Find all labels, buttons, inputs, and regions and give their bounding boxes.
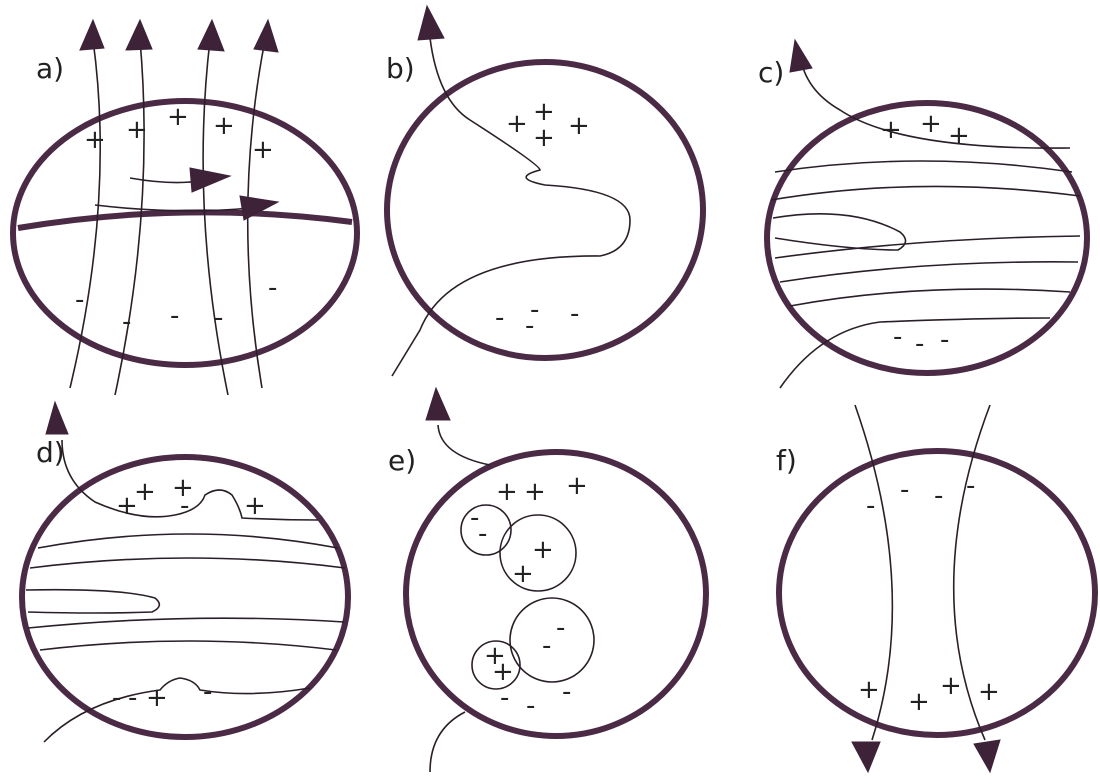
arrowhead-icon-e bbox=[426, 388, 450, 420]
charge-e-13: - bbox=[526, 691, 535, 721]
panel-label-f: f) bbox=[776, 444, 797, 477]
charge-c-1: + bbox=[880, 115, 902, 145]
field-line-c-6 bbox=[780, 262, 1078, 282]
charge-b-3: + bbox=[533, 123, 555, 153]
field-line-c-2 bbox=[775, 161, 1072, 172]
charge-cell-e-3 bbox=[510, 598, 594, 682]
charge-f-3: - bbox=[934, 481, 943, 511]
charge-c-5: - bbox=[915, 329, 924, 359]
arrowhead-icon-a-3 bbox=[198, 20, 224, 51]
arrowhead-icon-c bbox=[790, 40, 812, 72]
charge-d-5: + bbox=[244, 491, 266, 521]
field-line-d-6 bbox=[40, 641, 336, 650]
charge-e-7: + bbox=[512, 559, 534, 589]
charge-c-2: + bbox=[920, 109, 942, 139]
charge-e-1: + bbox=[496, 477, 518, 507]
charge-a-6: - bbox=[75, 285, 84, 315]
panel-label-a: a) bbox=[36, 52, 64, 85]
charge-a-9: - bbox=[214, 303, 223, 333]
panel-label-b: b) bbox=[386, 52, 415, 85]
arrowhead-icon-a-2 bbox=[126, 20, 152, 50]
panel-label-c: c) bbox=[758, 56, 784, 89]
charge-f-6: + bbox=[908, 687, 930, 717]
charge-e-6: + bbox=[532, 535, 554, 565]
sphere-outline-a bbox=[13, 101, 357, 365]
field-line-d-2 bbox=[38, 534, 338, 548]
panel-d: d) + + + - + - - + - bbox=[22, 402, 348, 742]
equator-line-a bbox=[18, 212, 352, 228]
charge-d-7: - bbox=[128, 683, 137, 713]
charge-c-6: - bbox=[940, 325, 949, 355]
charge-f-2: - bbox=[900, 475, 909, 505]
charge-e-2: + bbox=[524, 477, 546, 507]
charge-b-7: - bbox=[525, 311, 534, 341]
charge-d-6: - bbox=[112, 683, 121, 713]
arrowhead-icon-d bbox=[46, 402, 68, 434]
arrowhead-icon-b bbox=[418, 6, 444, 40]
field-line-c-5 bbox=[775, 236, 1080, 258]
arrowhead-icon-f-2 bbox=[974, 740, 1000, 772]
panel-label-d: d) bbox=[36, 436, 65, 469]
charge-e-8: - bbox=[556, 613, 565, 643]
charge-e-12: - bbox=[500, 683, 509, 713]
charge-e-9: - bbox=[542, 631, 551, 661]
charge-f-7: + bbox=[940, 671, 962, 701]
rotation-line-a-2 bbox=[95, 205, 250, 211]
panel-a: a) + + + + + - - - - - bbox=[13, 20, 357, 395]
charge-f-4: - bbox=[966, 471, 975, 501]
charge-a-2: + bbox=[126, 115, 148, 145]
field-line-e-2 bbox=[430, 712, 465, 772]
charge-e-5: - bbox=[478, 519, 487, 549]
charge-b-1: + bbox=[506, 109, 528, 139]
charge-a-8: - bbox=[170, 301, 179, 331]
field-line-e-1 bbox=[438, 425, 490, 465]
charge-d-8: + bbox=[146, 683, 168, 713]
charge-b-4: + bbox=[568, 111, 590, 141]
charge-a-5: + bbox=[252, 135, 274, 165]
charge-a-1: + bbox=[84, 125, 106, 155]
panel-b: b) + + + + - - - - bbox=[386, 6, 703, 376]
charge-a-3: + bbox=[167, 102, 189, 132]
arrowhead-icon-f-1 bbox=[852, 742, 880, 772]
charge-f-1: - bbox=[866, 491, 875, 521]
panel-c: c) + + + - - - bbox=[758, 40, 1087, 388]
panel-label-e: e) bbox=[388, 444, 416, 477]
charge-d-9: - bbox=[203, 677, 212, 707]
field-line-a-3 bbox=[203, 40, 228, 395]
panel-f: f) - - - - + + + + bbox=[776, 405, 1095, 772]
panel-e: e) + + + - - + + - - + + - - - bbox=[388, 388, 706, 772]
charge-d-2: + bbox=[134, 477, 156, 507]
charge-a-4: + bbox=[213, 111, 235, 141]
charge-e-14: - bbox=[562, 677, 571, 707]
charge-a-10: - bbox=[268, 273, 277, 303]
charge-f-5: + bbox=[858, 675, 880, 705]
sphere-outline-e bbox=[406, 452, 706, 736]
charge-b-5: - bbox=[495, 303, 504, 333]
charge-a-7: - bbox=[122, 307, 131, 337]
arrowhead-icon-a-4 bbox=[254, 20, 278, 52]
charge-d-4: - bbox=[180, 491, 189, 521]
field-line-c-3 bbox=[771, 186, 1080, 200]
charge-c-4: - bbox=[893, 322, 902, 352]
field-line-d-3 bbox=[30, 558, 345, 568]
charge-c-3: + bbox=[948, 121, 970, 151]
field-line-c-4 bbox=[773, 214, 906, 250]
field-line-d-5 bbox=[28, 618, 344, 628]
rotation-arrow-icon-a-1 bbox=[190, 168, 230, 192]
field-line-d-4 bbox=[26, 590, 159, 613]
charge-f-8: + bbox=[978, 677, 1000, 707]
field-line-c-7 bbox=[790, 289, 1070, 306]
field-line-b bbox=[392, 38, 630, 376]
charge-b-8: - bbox=[570, 299, 579, 329]
arrowhead-icon-a-1 bbox=[80, 20, 104, 50]
sphere-outline-c bbox=[767, 103, 1087, 373]
charge-e-3: + bbox=[566, 471, 588, 501]
